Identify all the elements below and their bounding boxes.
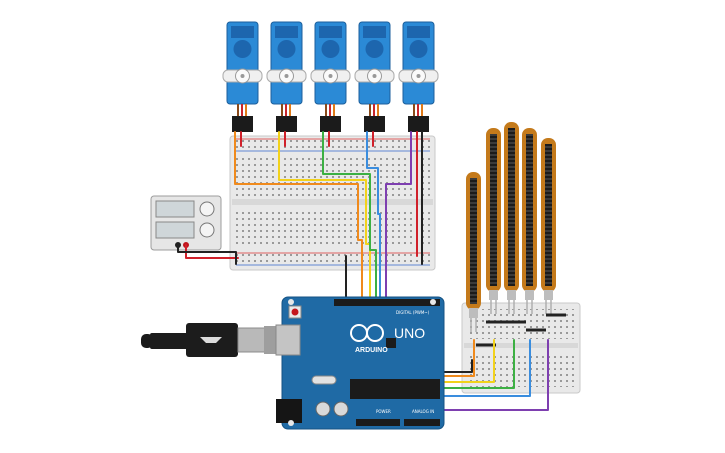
arduino-logo-text: ARDUINO — [355, 347, 388, 354]
servo-motor[interactable] — [222, 21, 263, 132]
current-knob[interactable] — [199, 222, 215, 238]
resistor — [476, 343, 496, 347]
servo-motor-group — [222, 21, 439, 132]
analog-header-label: ANALOG IN — [412, 409, 434, 414]
flex-sensor[interactable] — [486, 128, 501, 314]
breadboard-top[interactable] — [229, 135, 436, 271]
wiring — [177, 131, 549, 423]
resistor — [486, 320, 506, 324]
arduino-logo-icon — [350, 324, 384, 342]
flex-sensor[interactable] — [541, 138, 556, 314]
resistor — [546, 313, 566, 317]
servo-connector — [408, 116, 429, 132]
jumper-wire — [177, 244, 237, 265]
power-header-label: POWER — [376, 409, 391, 414]
jumper-wire — [185, 244, 239, 259]
servo-connector — [276, 116, 297, 132]
power-header[interactable] — [356, 419, 400, 426]
flex-sensor[interactable] — [466, 172, 481, 332]
resistor — [526, 328, 546, 332]
voltage-knob[interactable] — [199, 201, 215, 217]
uno-label: UNO — [394, 325, 425, 341]
servo-connector — [320, 116, 341, 132]
servo-motor[interactable] — [354, 21, 395, 132]
servo-motor[interactable] — [266, 21, 307, 132]
jumper-wire — [385, 131, 412, 301]
atmega-chip — [350, 379, 440, 399]
resistor — [506, 320, 526, 324]
breadboard-right[interactable] — [461, 302, 581, 394]
flex-sensor-group — [466, 122, 566, 347]
usb-icon — [200, 337, 222, 343]
servo-motor[interactable] — [398, 21, 439, 132]
flex-sensor[interactable] — [522, 128, 537, 314]
power-jack — [276, 399, 302, 423]
power-supply[interactable] — [150, 195, 222, 251]
servo-connector — [364, 116, 385, 132]
servo-connector — [232, 116, 253, 132]
analog-header[interactable] — [404, 419, 440, 426]
servo-motor[interactable] — [310, 21, 351, 132]
flex-sensor[interactable] — [504, 122, 519, 314]
jumper-wire — [366, 131, 381, 301]
arduino-uno-board[interactable]: ARDUINO UNO DIGITAL (PWM~) POWER ANALOG … — [275, 296, 445, 430]
usb-cable[interactable] — [141, 323, 280, 357]
jumper-wire — [322, 131, 377, 301]
jumper-wire — [234, 131, 363, 301]
reset-button[interactable] — [291, 308, 299, 316]
digital-header[interactable] — [334, 299, 440, 306]
digital-header-label: DIGITAL (PWM~) — [396, 310, 430, 315]
